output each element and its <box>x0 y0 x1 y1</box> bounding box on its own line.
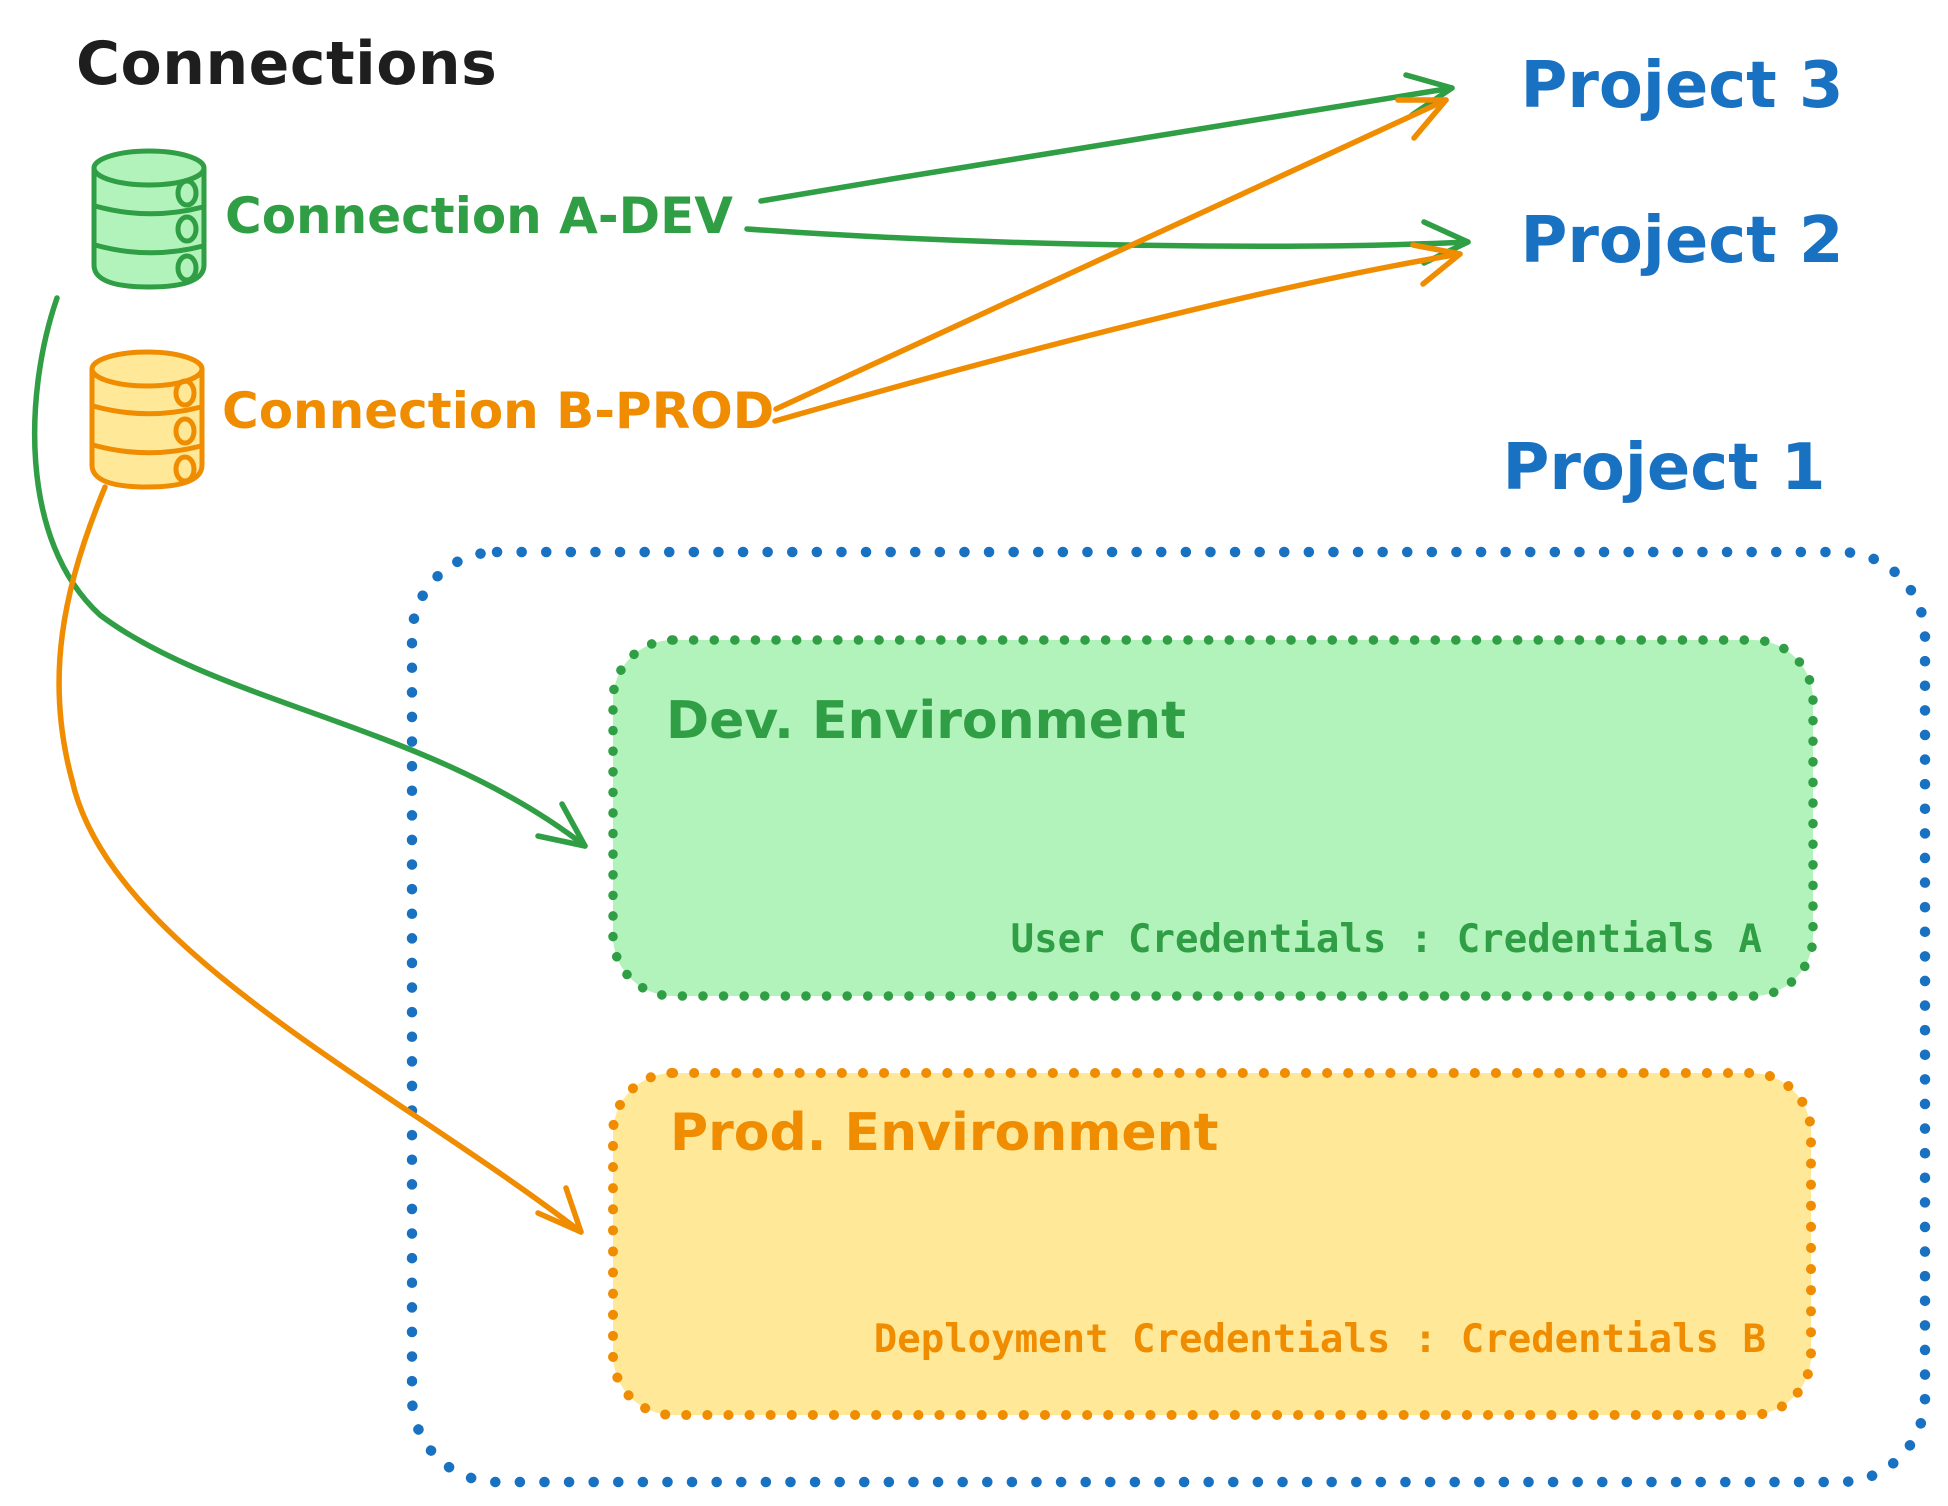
database-cylinder-icon-prod <box>89 349 205 490</box>
prod-environment-label: Prod. Environment <box>670 1103 1219 1163</box>
database-cylinder-icon-dev <box>91 148 207 290</box>
project-2-label: Project 2 <box>1520 204 1844 278</box>
arrow-a-dev-to-project3 <box>758 72 1455 204</box>
dev-environment-credentials: User Credentials : Credentials A <box>1010 917 1762 962</box>
dev-environment-label: Dev. Environment <box>666 691 1186 751</box>
prod-environment-box <box>608 1068 1816 1420</box>
arrow-b-prod-to-project3 <box>773 97 1449 412</box>
project-1-label: Project 1 <box>1502 431 1826 505</box>
project-3-label: Project 3 <box>1520 49 1844 123</box>
dev-environment-box <box>608 635 1818 1001</box>
diagram-title: Connections <box>76 29 498 99</box>
connection-b-prod-label: Connection B-PROD <box>222 382 775 440</box>
arrow-a-dev-to-dev-environment <box>31 295 588 849</box>
connection-a-dev-label: Connection A-DEV <box>225 187 733 245</box>
arrow-b-prod-to-prod-environment <box>56 484 584 1235</box>
arrow-b-prod-to-project2 <box>772 242 1463 424</box>
prod-environment-credentials: Deployment Credentials : Credentials B <box>873 1317 1766 1362</box>
